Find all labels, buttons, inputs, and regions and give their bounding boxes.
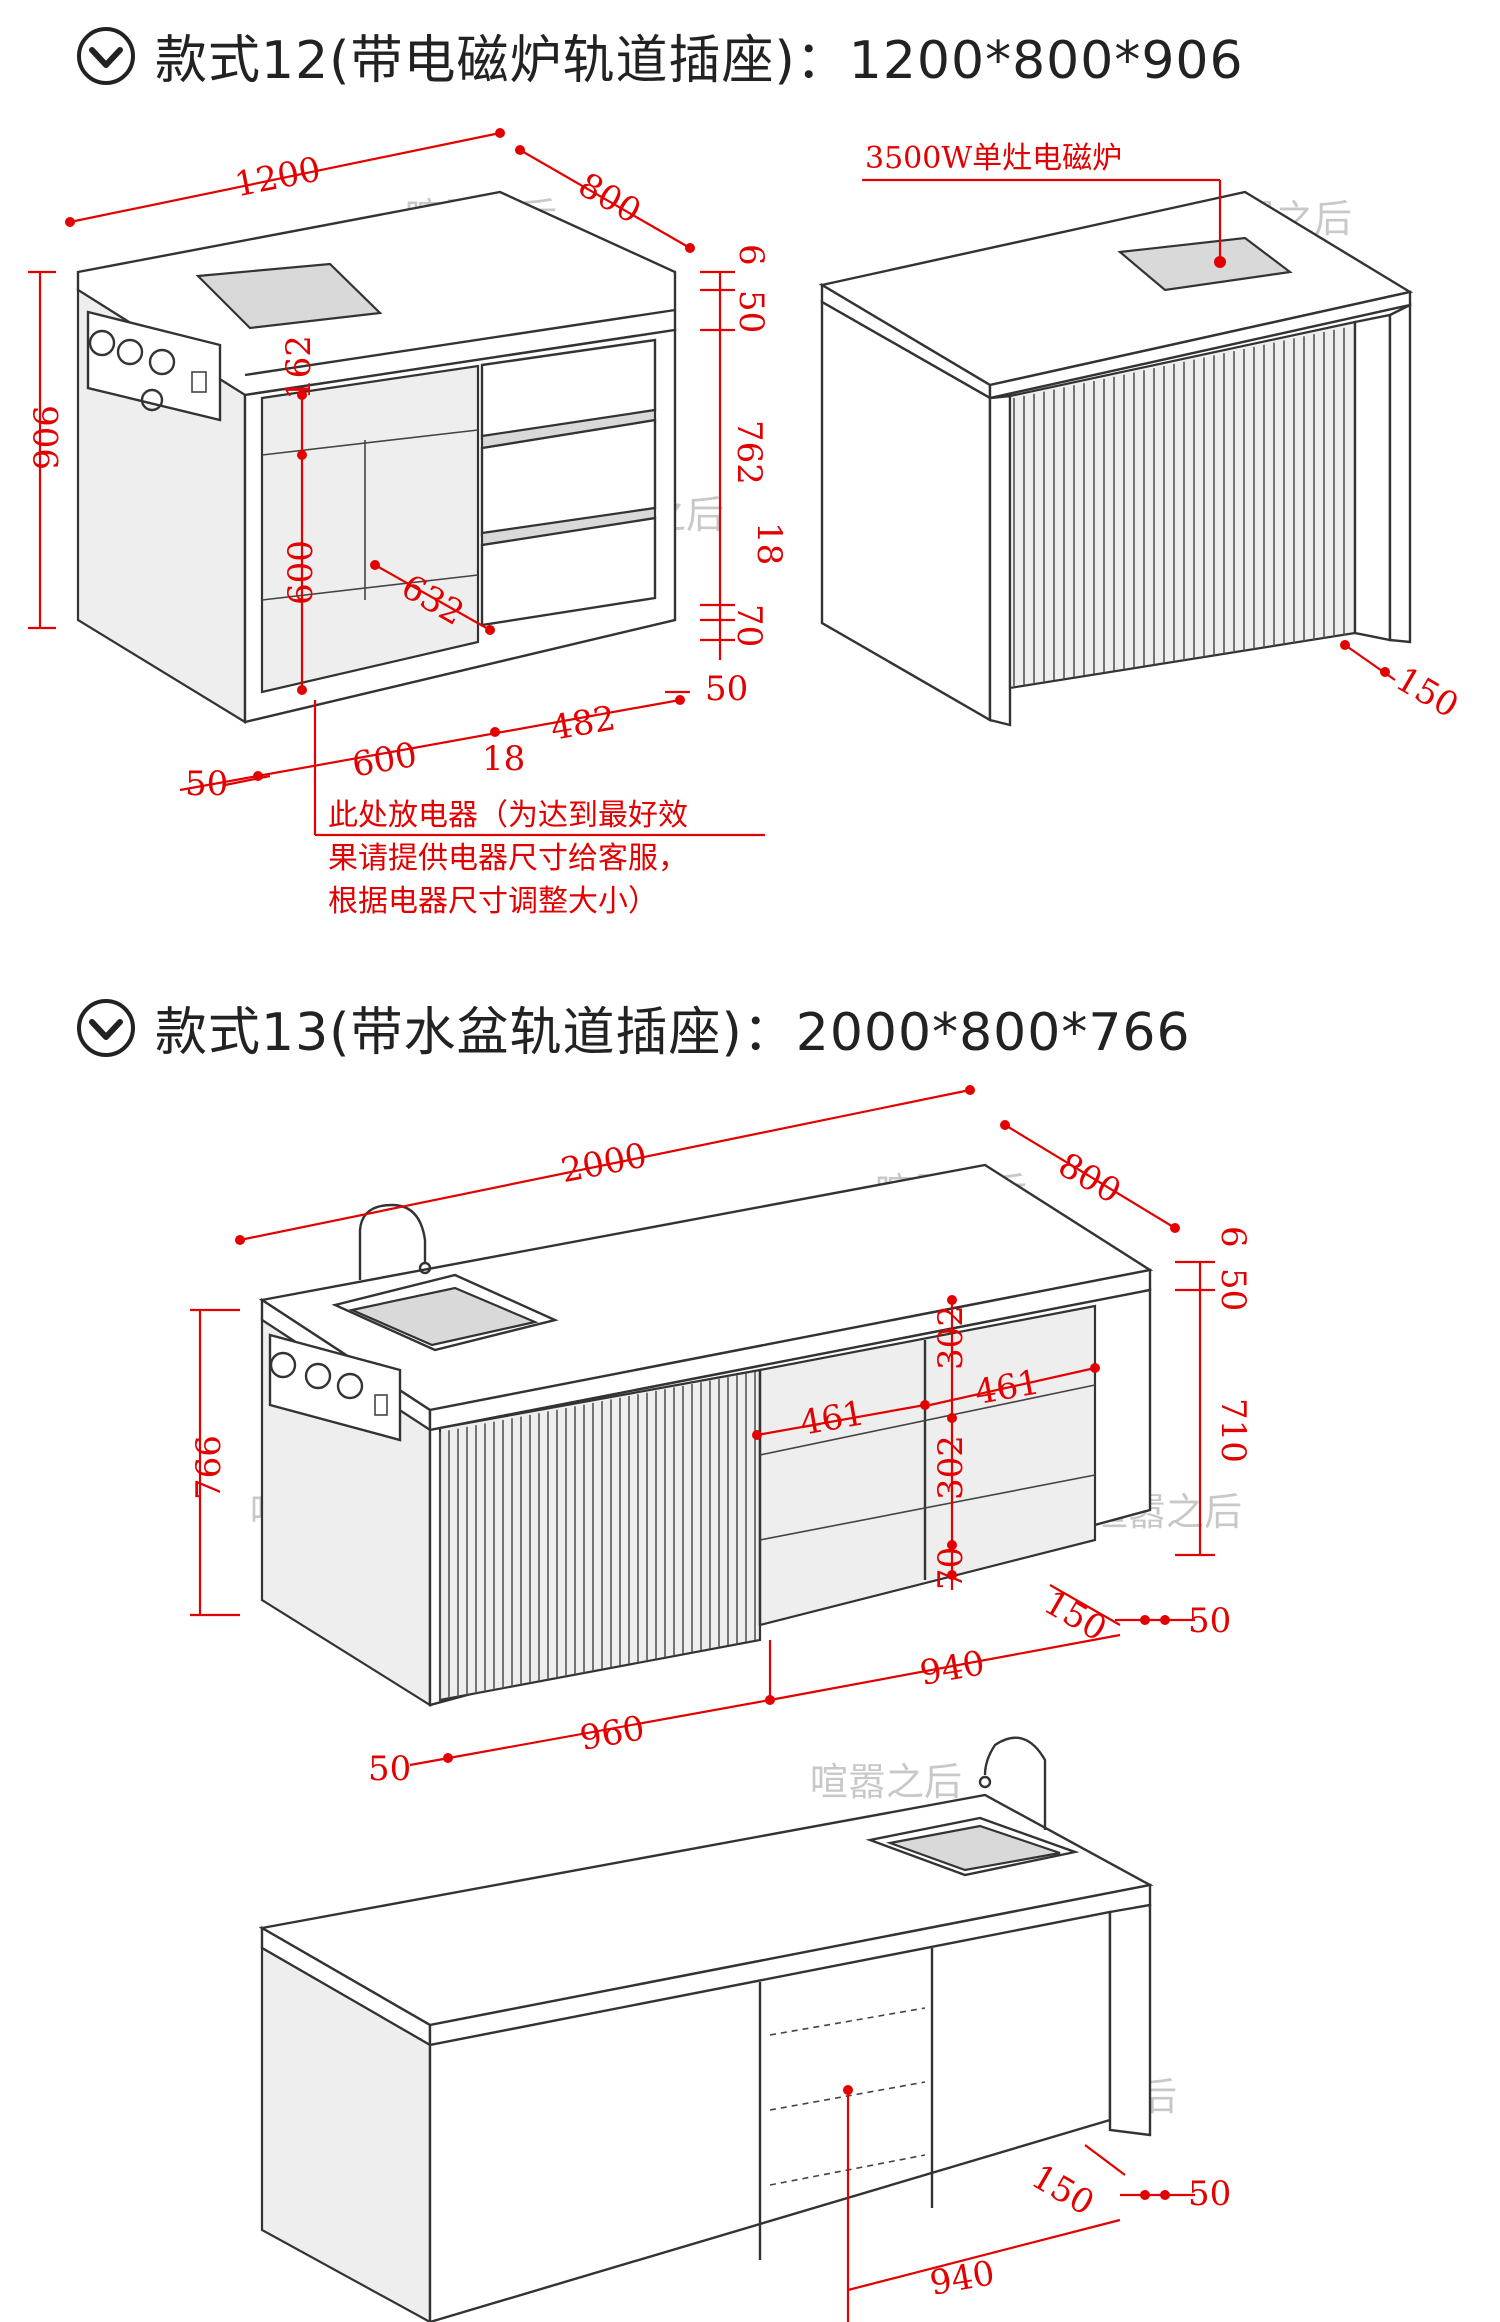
dim-label: 906 xyxy=(27,405,67,470)
section2-title: 款式13(带水盆轨道插座)：2000*800*766 xyxy=(155,1003,1191,1063)
cabinet-12-front xyxy=(76,190,677,724)
section1-title: 款式12(带电磁炉轨道插座)：1200*800*906 xyxy=(155,31,1244,91)
cabinet-13-front xyxy=(258,1163,1154,1707)
dim-label: 50 xyxy=(731,290,771,333)
dim-label: 6 xyxy=(731,244,771,266)
induction-label: 3500W单灶电磁炉 xyxy=(865,141,1122,176)
dim-label: 50 xyxy=(368,1749,411,1789)
cabinet-13-back xyxy=(258,1736,1154,2322)
dim-label: 162 xyxy=(279,335,319,400)
dim-label: 70 xyxy=(729,604,769,647)
dim-label: 1200 xyxy=(231,149,324,205)
dim-label: 800 xyxy=(571,165,647,232)
section2-title-row: 款式13(带水盆轨道插座)：2000*800*766 xyxy=(75,990,1191,1065)
dim-label: 150 xyxy=(1389,659,1465,726)
dim-label: 2000 xyxy=(558,1135,651,1191)
dim-label: 940 xyxy=(927,2253,998,2304)
dim-label: 50 xyxy=(1188,1601,1231,1641)
watermark: 喧嚣之后 xyxy=(810,1760,962,1804)
dim-label: 482 xyxy=(548,698,619,749)
dim-label: 70 xyxy=(931,1547,971,1590)
dim-label: 600 xyxy=(349,735,420,786)
chevron-circle-icon xyxy=(77,998,135,1057)
section2-drawings: 喧嚣之后 喧嚣之后 喧嚣之后 喧嚣之后 喧嚣之后 喧嚣之后 喧嚣之后 喧嚣之后 … xyxy=(189,1085,1253,2322)
note-line: 此处放电器（为达到最好效 xyxy=(328,798,688,833)
fluted-slats xyxy=(1013,327,1345,686)
dimensions-13-front: 2000 800 766 6 50 710 461 461 302 302 70… xyxy=(189,1085,1253,1789)
chevron-circle-icon xyxy=(77,26,135,85)
dim-label: 800 xyxy=(1051,1145,1127,1212)
note-line: 根据电器尺寸调整大小） xyxy=(328,884,658,919)
section1-drawings: 喧嚣之后 喧嚣之后 喧嚣之后 喧嚣之后 喧嚣之后 喧嚣之后 1200 xyxy=(27,128,1465,919)
dim-label: 940 xyxy=(917,1643,988,1694)
dim-label: 50 xyxy=(705,669,748,709)
dim-label: 302 xyxy=(931,1305,971,1370)
cabinet-12-back xyxy=(818,190,1414,727)
dim-label: 960 xyxy=(577,1708,648,1759)
fluted-slats xyxy=(439,1372,756,1700)
dim-label: 762 xyxy=(729,420,769,485)
dim-label: 302 xyxy=(931,1435,971,1500)
dim-label: 50 xyxy=(185,764,228,804)
dim-label: 766 xyxy=(189,1435,229,1500)
dim-label: 150 xyxy=(1025,2157,1101,2224)
dim-label: 150 xyxy=(1037,1582,1113,1649)
dim-label: 50 xyxy=(1188,2174,1231,2214)
section1-title-row: 款式12(带电磁炉轨道插座)：1200*800*906 xyxy=(75,18,1244,93)
dim-label: 50 xyxy=(1213,1268,1253,1311)
dim-label: 18 xyxy=(749,522,789,565)
dim-label: 710 xyxy=(1213,1398,1253,1463)
dim-label: 600 xyxy=(281,540,321,605)
dim-label: 6 xyxy=(1213,1226,1253,1248)
note-line: 果请提供电器尺寸给客服， xyxy=(328,841,688,876)
dim-label: 18 xyxy=(482,739,525,779)
